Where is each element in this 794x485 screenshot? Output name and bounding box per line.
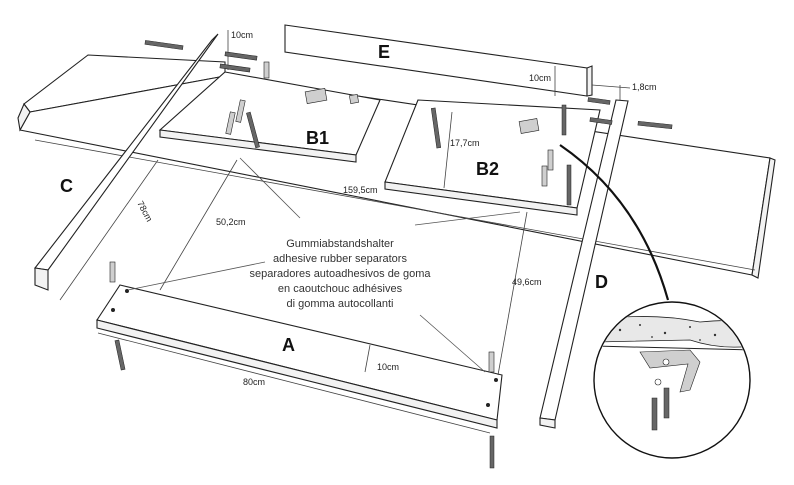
fasteners [109,40,673,469]
detail-pointer [559,144,670,301]
label-part-c: C [60,176,73,196]
bracket-icon [518,118,540,134]
dowel-icon [547,149,554,171]
note-line-it: di gomma autocollanti [286,298,393,310]
screw-icon [219,63,251,73]
measure-c-width: 10cm [231,30,253,40]
note-line-fr: en caoutchouc adhésives [278,283,403,295]
screw-icon [637,120,673,130]
label-part-e: E [378,42,390,62]
rubber-separator-note: Gummiabstandshalter adhesive rubber sepa… [249,238,431,310]
bracket-icon [639,349,701,393]
measure-span-b2: 49,6cm [512,277,542,287]
screw-icon [566,164,572,206]
dowel-icon [235,99,246,123]
measure-c-length: 78cm [135,199,154,223]
note-line-en: adhesive rubber separators [273,253,407,265]
measure-total-length: 159,5cm [343,185,378,195]
note-line-es: separadores autoadhesivos de goma [249,268,431,280]
screw-icon [587,97,611,105]
screw-icon [144,40,184,50]
dowel-icon [109,261,116,283]
board-d [539,84,631,429]
dowel-icon [225,111,236,135]
board-c [33,33,219,301]
board-e [284,24,593,97]
label-part-d: D [595,272,608,292]
note-leaders [127,157,521,373]
measure-e-height: 10cm [529,73,551,83]
dimension-lines [159,30,621,376]
label-part-b2: B2 [476,159,499,179]
measure-a-width: 10cm [377,362,399,372]
dowel-icon [488,351,495,373]
dowel-icon [263,61,270,79]
screw-icon [489,435,495,469]
label-part-a: A [282,335,295,355]
dowel-icon [541,165,548,187]
measure-b2-depth: 17,7cm [450,138,480,148]
screw-icon [246,111,260,149]
measure-d-thickness: 1,8cm [632,82,657,92]
measure-span-b1: 50,2cm [216,217,246,227]
screw-icon [114,339,126,371]
screw-icon [430,107,442,149]
label-part-b1: B1 [306,128,329,148]
screw-icon [561,104,567,136]
screw-icon [589,117,613,125]
board-a [96,284,503,434]
screw-icon [651,397,658,431]
bracket-icon [304,88,328,104]
screw-icon [224,51,258,61]
measure-a-length: 80cm [243,377,265,387]
detail-inset [593,301,751,459]
screw-icon [663,387,670,419]
note-line-de: Gummiabstandshalter [286,238,394,250]
